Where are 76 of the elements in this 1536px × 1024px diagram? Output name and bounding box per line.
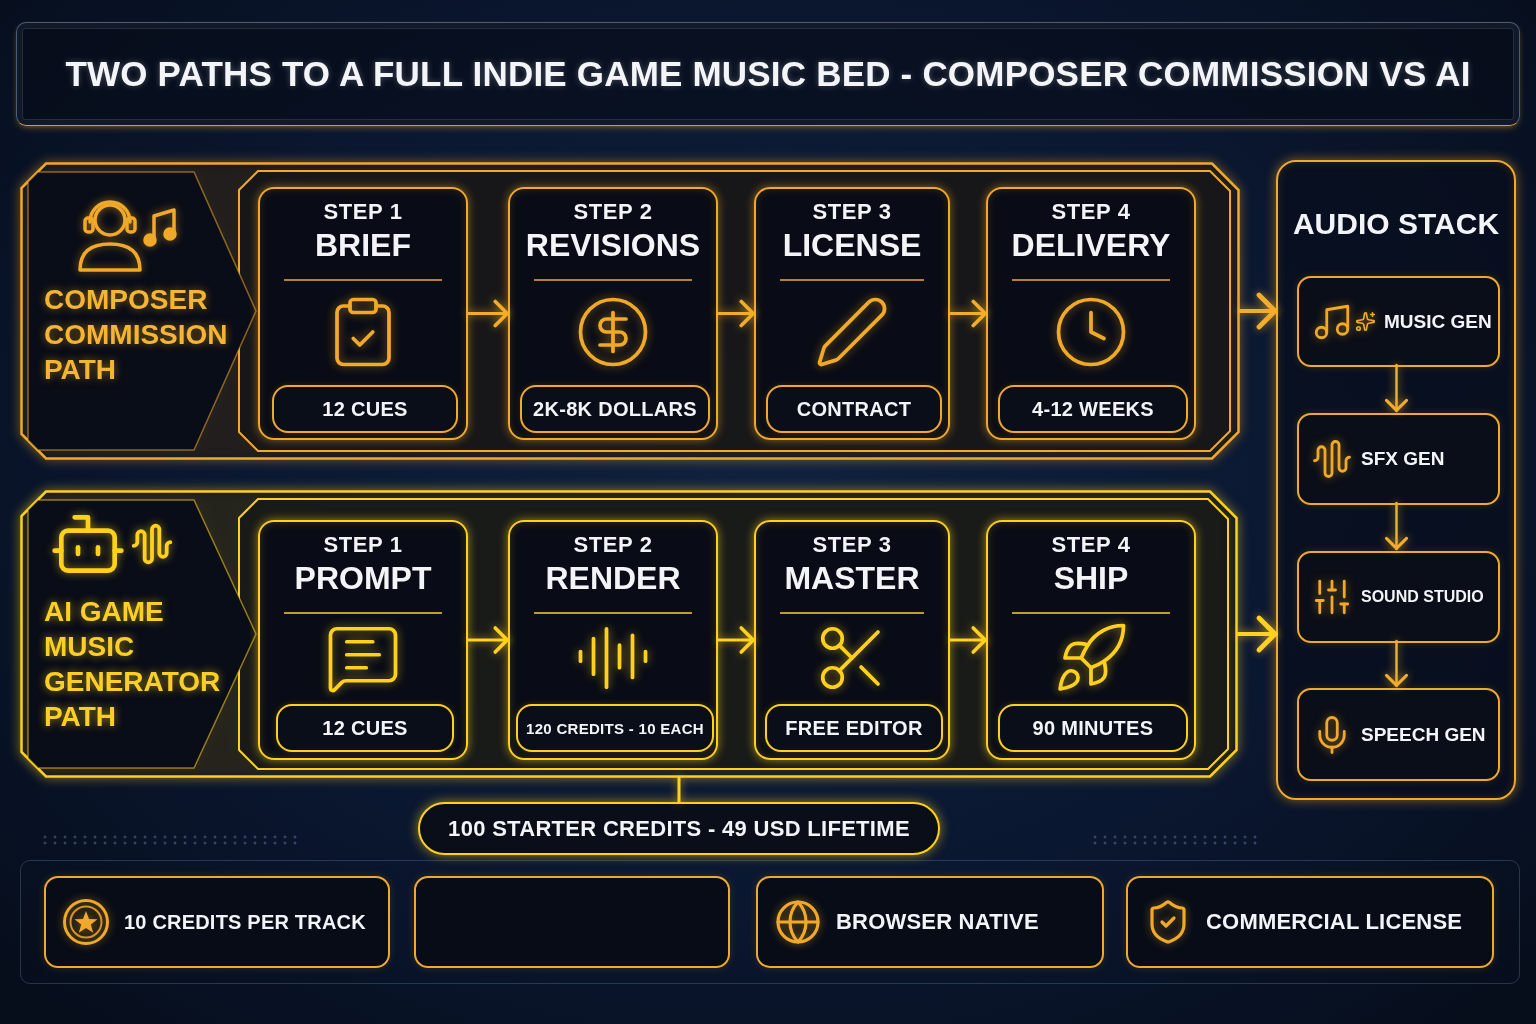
arrow [948,299,988,328]
value-text: 12 CUES [322,716,408,740]
step-card [754,187,950,440]
step-card [258,187,468,440]
step-label: STEP 4 [1051,532,1131,558]
step-label: STEP 3 [812,532,892,558]
arrow [466,299,510,328]
connector-line [677,776,681,804]
tool-card [1297,688,1500,781]
tool-label: MUSIC GEN [1384,310,1492,333]
step-label: STEP 3 [812,199,892,225]
step-label: STEP 2 [573,532,653,558]
feature-card [414,876,730,968]
step-card [986,187,1196,440]
pricing-pill [418,802,940,855]
value-text: 90 MINUTES [1032,716,1154,740]
feature-card [756,876,1104,968]
value-pill [998,704,1188,752]
tool-card [1297,413,1500,505]
arrow [1385,639,1408,688]
step-title: SHIP [1053,559,1129,598]
arrow [1238,292,1278,330]
lane-heading: AI GAME MUSIC GENERATOR PATH [44,595,222,734]
tool-card [1297,551,1500,643]
step-label: STEP 4 [1051,199,1131,225]
pricing-text: 100 STARTER CREDITS - 49 USD LIFETIME [448,815,910,842]
value-pill [765,704,943,752]
value-pill [520,385,710,433]
arrow [1385,363,1408,413]
feature-label: 10 CREDITS PER TRACK [124,910,366,934]
feature-label: BROWSER NATIVE [836,909,1039,935]
step-title: PROMPT [294,559,432,598]
lane-heading: COMPOSER COMMISSION PATH [44,283,229,387]
feature-card [44,876,390,968]
feature-card [1126,876,1494,968]
tool-label: SPEECH GEN [1361,723,1486,746]
arrow [716,626,756,654]
value-text: 12 CUES [322,397,408,421]
value-text: 4-12 WEEKS [1032,397,1154,421]
value-text: FREE EDITOR [785,716,923,740]
step-label: STEP 2 [573,199,653,225]
tool-card [1297,276,1500,367]
step-label: STEP 1 [323,199,403,225]
arrow [1385,501,1408,551]
step-title: MASTER [784,559,920,598]
title: TWO PATHS TO A FULL INDIE GAME MUSIC BED - COMPOSER COMMISSION VS AI [65,54,1471,94]
arrow [466,626,510,654]
value-pill [516,704,714,752]
step-card [986,520,1196,760]
value-pill [272,385,458,433]
step-card [508,187,718,440]
step-card [508,520,718,760]
tool-label: SOUND STUDIO [1361,588,1484,606]
value-text: CONTRACT [796,397,912,421]
value-pill [276,704,454,752]
value-pill [766,385,942,433]
value-pill [998,385,1188,433]
lane-panel [20,162,1240,460]
step-title: REVISIONS [525,226,701,265]
arrow [716,299,756,328]
stack-panel [1276,160,1516,800]
lane-panel [20,490,1238,778]
step-title: BRIEF [315,226,411,265]
step-label: STEP 1 [323,532,403,558]
step-title: DELIVERY [1011,226,1171,265]
step-card [258,520,468,760]
arrow [948,626,988,654]
value-text: 2K-8K DOLLARS [533,397,697,421]
step-card [754,520,950,760]
arrow [1236,615,1278,653]
step-title: RENDER [545,559,681,598]
value-text: 120 CREDITS - 10 EACH [526,719,704,737]
stack-heading: AUDIO STACK [1292,206,1500,242]
step-title: LICENSE [782,226,922,265]
tool-label: SFX GEN [1361,448,1445,470]
feature-label: COMMERCIAL LICENSE [1206,909,1463,935]
